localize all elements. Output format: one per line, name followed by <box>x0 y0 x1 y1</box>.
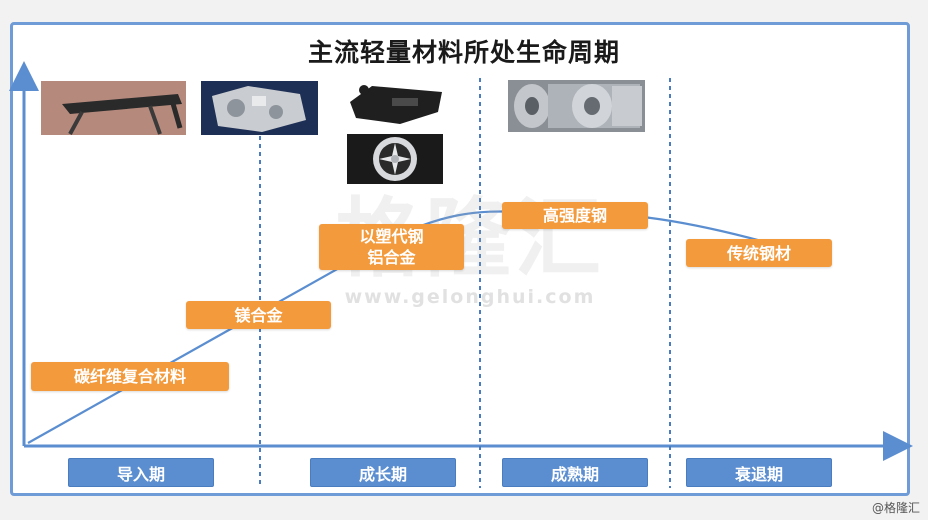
source-credit: @格隆汇 <box>871 501 920 515</box>
steel-coils-photo <box>508 80 645 132</box>
material-high-strength-steel: 高强度钢 <box>502 202 648 229</box>
watermark-url: www.gelonghui.com <box>344 286 596 308</box>
material-carbon-fiber: 碳纤维复合材料 <box>31 362 229 391</box>
stage-introduction: 导入期 <box>68 458 214 487</box>
material-traditional-steel: 传统钢材 <box>686 239 832 267</box>
stage-decline: 衰退期 <box>686 458 832 487</box>
stage-growth: 成长期 <box>310 458 456 487</box>
material-plastic-line: 以塑代钢 <box>359 227 424 246</box>
stage-maturity: 成熟期 <box>502 458 648 487</box>
material-magnesium: 镁合金 <box>186 301 331 329</box>
page-title: 主流轻量材料所处生命周期 <box>307 38 620 67</box>
alloy-wheel-photo <box>347 134 443 184</box>
material-aluminum-line: 铝合金 <box>367 248 416 267</box>
carbon-spoiler-photo <box>41 81 186 135</box>
aluminum-bracket-photo <box>346 80 446 128</box>
material-plastic-aluminum: 以塑代钢 铝合金 <box>319 224 464 270</box>
magnesium-part-photo <box>201 81 318 135</box>
